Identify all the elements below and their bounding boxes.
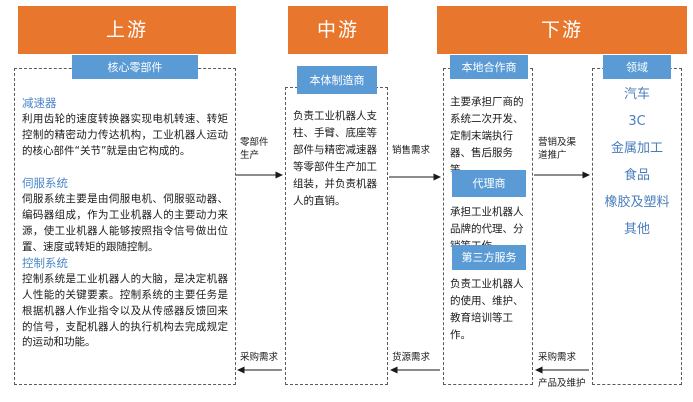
chip-third-party-service[interactable]: 第三方服务: [452, 245, 526, 270]
chip-field[interactable]: 领域: [603, 55, 671, 79]
panel-field: [592, 68, 682, 385]
stage-header-midstream: 中游: [288, 6, 388, 54]
field-list: 汽车 3C 金属加工 食品 橡胶及塑料 其他: [594, 88, 680, 236]
chip-body-manufacturer[interactable]: 本体制造商: [297, 66, 377, 94]
field-item-2[interactable]: 金属加工: [610, 141, 663, 156]
local-partner-description: 主要承担厂商的系统二次开发、定制末端执行器、售后服务等。: [450, 96, 524, 176]
stage-label-midstream: 中游: [316, 18, 359, 41]
stage-label-downstream: 下游: [540, 18, 583, 41]
field-item-5[interactable]: 其他: [623, 222, 650, 237]
section-servo-system-body: 伺服系统主要是由伺服电机、伺服驱动器、编码器组成，作为工业机器人的主要动力来源，…: [22, 193, 228, 253]
field-item-0[interactable]: 汽车: [623, 87, 650, 102]
section-control-system-title: 控制系统: [22, 256, 68, 270]
chip-local-partner[interactable]: 本地合作商: [450, 55, 528, 79]
stage-header-upstream: 上游: [18, 6, 236, 54]
flow-label-marketing-channel: 营销及渠 道推广: [538, 137, 577, 161]
chip-agent-label: 代理商: [472, 177, 506, 190]
chip-local-partner-label: 本地合作商: [461, 60, 517, 74]
section-servo-system: 伺服系统 伺服系统主要是由伺服电机、伺服驱动器、编码器组成，作为工业机器人的主要…: [22, 176, 228, 255]
chip-field-label: 领域: [626, 60, 648, 74]
section-control-system-body: 控制系统是工业机器人的大脑，是决定机器人性能的关键要素。控制系统的主要任务是根据…: [22, 273, 228, 349]
panel-local-partner: [443, 68, 533, 385]
field-item-3[interactable]: 食品: [623, 168, 650, 183]
section-reducer-body: 利用齿轮的速度转换器实现电机转速、转矩控制的精密动力传达机构，工业机器人运动的核…: [22, 113, 228, 157]
chip-third-party-service-label: 第三方服务: [461, 251, 517, 264]
flow-label-procurement-demand-up: 采购需求: [240, 352, 279, 363]
chip-core-parts-label: 核心零部件: [107, 60, 163, 74]
chip-core-parts[interactable]: 核心零部件: [72, 55, 198, 79]
flow-label-supply-demand: 货源需求: [392, 352, 431, 363]
flow-label-procurement-demand-down: 采购需求: [538, 352, 577, 363]
flow-label-sales-demand: 销售需求: [392, 145, 431, 156]
panel-core-parts: [14, 68, 236, 385]
body-manufacturer-description: 负责工业机器人支柱、手臂、底座等部件与精密减速器等零部件生产加工组装，并负责机器…: [293, 110, 377, 207]
panel-body-manufacturer: [285, 87, 388, 385]
flow-label-parts-production: 零部件 生产: [240, 137, 269, 161]
flow-label-product-maintenance: 产品及维护: [538, 378, 586, 389]
section-servo-system-title: 伺服系统: [22, 176, 68, 190]
third-party-service-description: 负责工业机器人的使用、维护、教育培训等工作。: [450, 278, 524, 341]
section-control-system: 控制系统 控制系统是工业机器人的大脑，是决定机器人性能的关键要素。控制系统的主要…: [22, 256, 228, 351]
stage-label-upstream: 上游: [105, 18, 148, 41]
chip-agent[interactable]: 代理商: [452, 170, 526, 197]
stage-header-downstream: 下游: [437, 6, 687, 54]
section-reducer: 减速器 利用齿轮的速度转换器实现电机转速、转矩控制的精密动力传达机构，工业机器人…: [22, 96, 228, 160]
section-reducer-title: 减速器: [22, 96, 57, 110]
field-item-1[interactable]: 3C: [628, 114, 646, 129]
chip-body-manufacturer-label: 本体制造商: [309, 73, 365, 87]
field-item-4[interactable]: 橡胶及塑料: [604, 195, 670, 210]
